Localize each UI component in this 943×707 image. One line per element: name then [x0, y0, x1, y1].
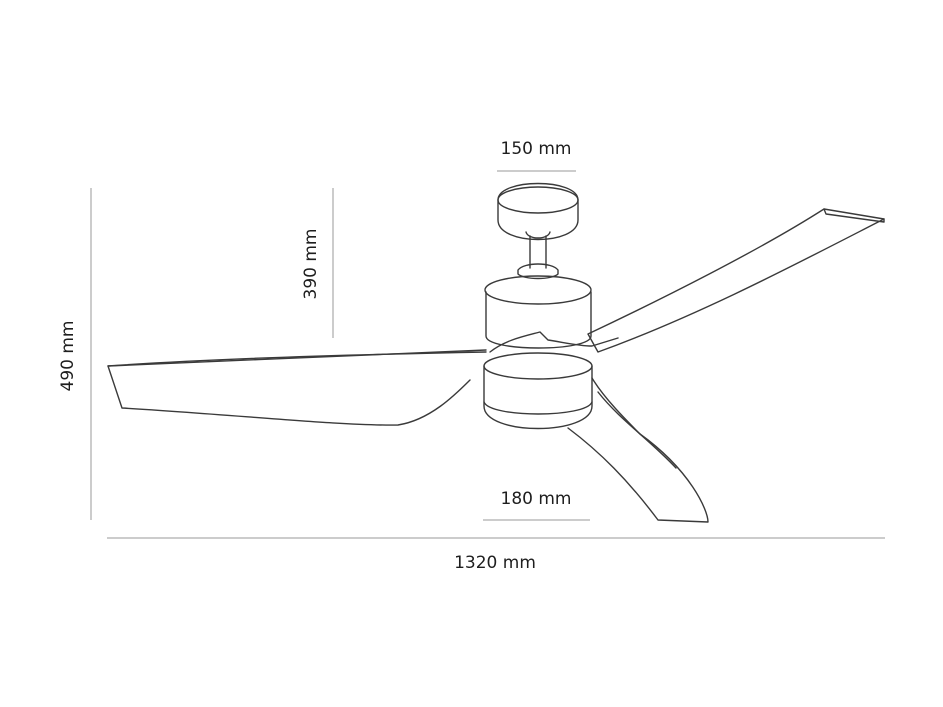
- canopy: [497, 182, 579, 241]
- canopy-top-rim: [497, 186, 579, 214]
- motor-housing-top: [484, 275, 592, 305]
- light-kit: [483, 365, 593, 430]
- light-kit-top: [483, 352, 593, 380]
- light-width-label: 180 mm: [501, 489, 572, 509]
- canopy-width-label: 150 mm: [501, 139, 572, 159]
- blade-span-label: 1320 mm: [454, 553, 536, 573]
- blade-right-back: [587, 208, 885, 353]
- downrod-height-label: 390 mm: [301, 229, 321, 300]
- blade-front: [567, 377, 709, 523]
- blade-bracket: [489, 331, 619, 353]
- total-height-label: 490 mm: [58, 321, 78, 392]
- blade-left-edge: [107, 349, 487, 367]
- blade-front-edge: [597, 391, 677, 469]
- motor-housing: [485, 291, 592, 349]
- blade-right-back-edge: [823, 208, 885, 223]
- downrod: [529, 235, 547, 269]
- ceiling-fan-illustration: [107, 182, 885, 523]
- ball-joint: [525, 231, 551, 239]
- light-kit-lower-ring: [483, 401, 593, 415]
